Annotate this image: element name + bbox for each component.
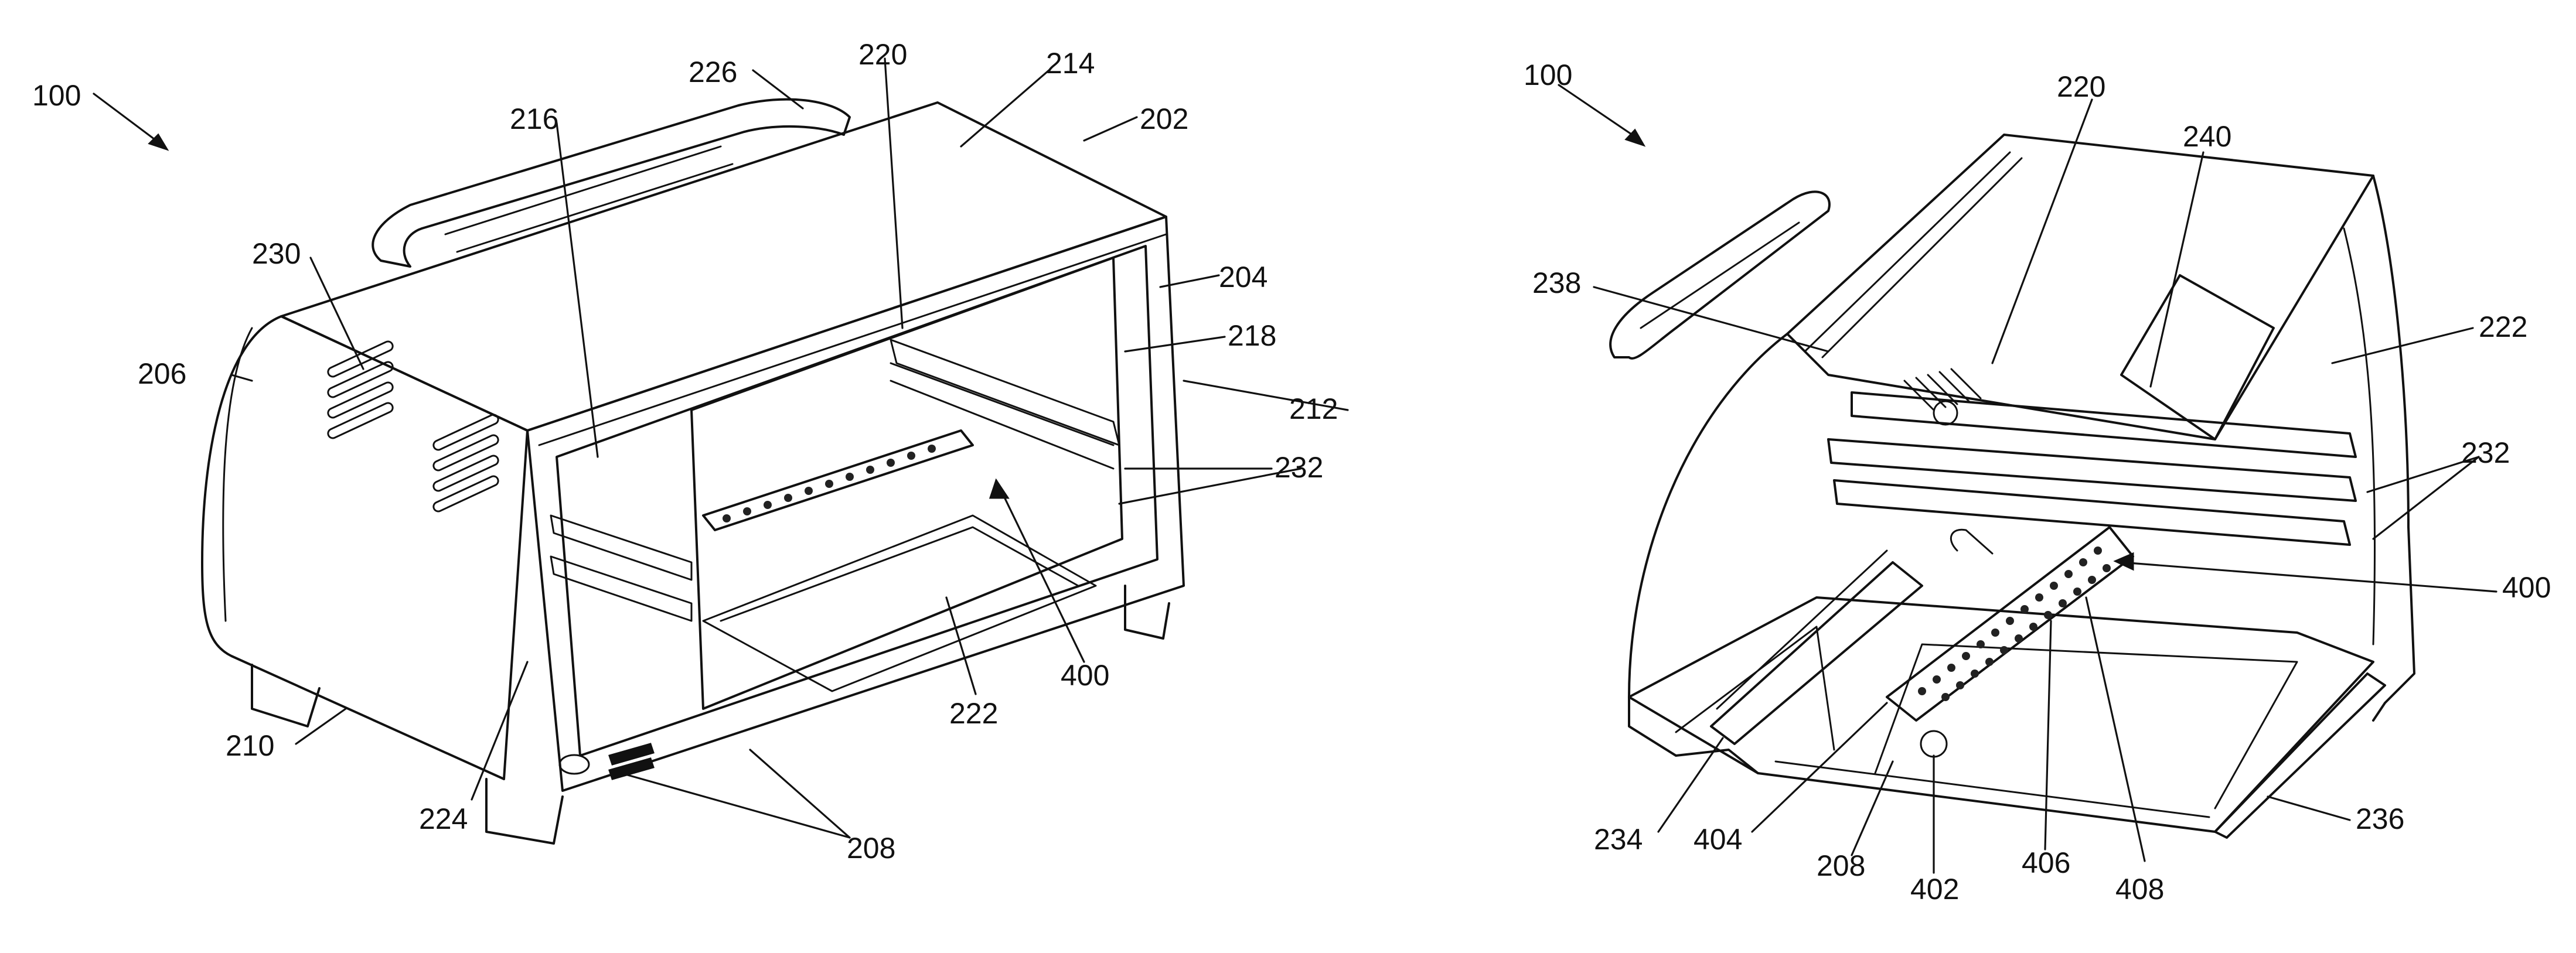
ref-left-end-cap: 206 xyxy=(138,357,186,390)
ref-left-handle: 226 xyxy=(689,56,737,88)
ref-left-top-panel: 214 xyxy=(1046,47,1095,80)
left-rack-holes xyxy=(723,445,936,522)
ref-left-foot: 210 xyxy=(226,729,274,762)
figure-left-drawing xyxy=(202,100,1184,843)
ref-right-reflector: 240 xyxy=(2183,120,2231,153)
ref-right-left-guide: 234 xyxy=(1594,823,1643,856)
ref-right-crumb-tray: 222 xyxy=(2479,310,2527,343)
vent-slots xyxy=(326,340,500,513)
ref-left-door-hinge: 224 xyxy=(419,802,468,835)
ref-left-side-panel: 212 xyxy=(1289,392,1338,425)
ref-right-rack-edge: 404 xyxy=(1694,823,1742,856)
ref-right-base: 208 xyxy=(1817,849,1865,882)
ref-left-side-wall: 218 xyxy=(1228,319,1276,352)
ref-right-right-guide: 236 xyxy=(2356,802,2404,835)
ref-right-rack-holes: 408 xyxy=(2115,873,2164,906)
ref-left-vent: 230 xyxy=(252,237,301,270)
ref-left-rack: 400 xyxy=(1061,659,1109,692)
ref-right-heating-elements: 232 xyxy=(2461,436,2510,469)
right-rack-holes xyxy=(1918,546,2111,701)
ref-left-crumb-tray: 222 xyxy=(949,697,998,730)
ref-left-interior-wall: 216 xyxy=(510,103,558,135)
ref-left-housing: 202 xyxy=(1140,103,1188,135)
ref-right-top-rail: 220 xyxy=(2057,70,2105,103)
ref-left-assembly: 100 xyxy=(32,79,81,112)
ref-right-rack-slot: 406 xyxy=(2022,846,2070,879)
ref-right-rack-hook: 402 xyxy=(1910,873,1959,906)
ref-left-front-frame: 204 xyxy=(1219,261,1267,293)
ref-right-assembly: 100 xyxy=(1524,59,1572,91)
figure-right-drawing xyxy=(1610,135,2414,838)
ref-right-lid-edge: 238 xyxy=(1532,267,1581,299)
ref-left-controls: 208 xyxy=(847,832,895,865)
ref-left-top-rail: 220 xyxy=(858,38,907,71)
ref-left-heating-elements: 232 xyxy=(1275,451,1323,484)
ref-right-rack: 400 xyxy=(2502,571,2551,604)
